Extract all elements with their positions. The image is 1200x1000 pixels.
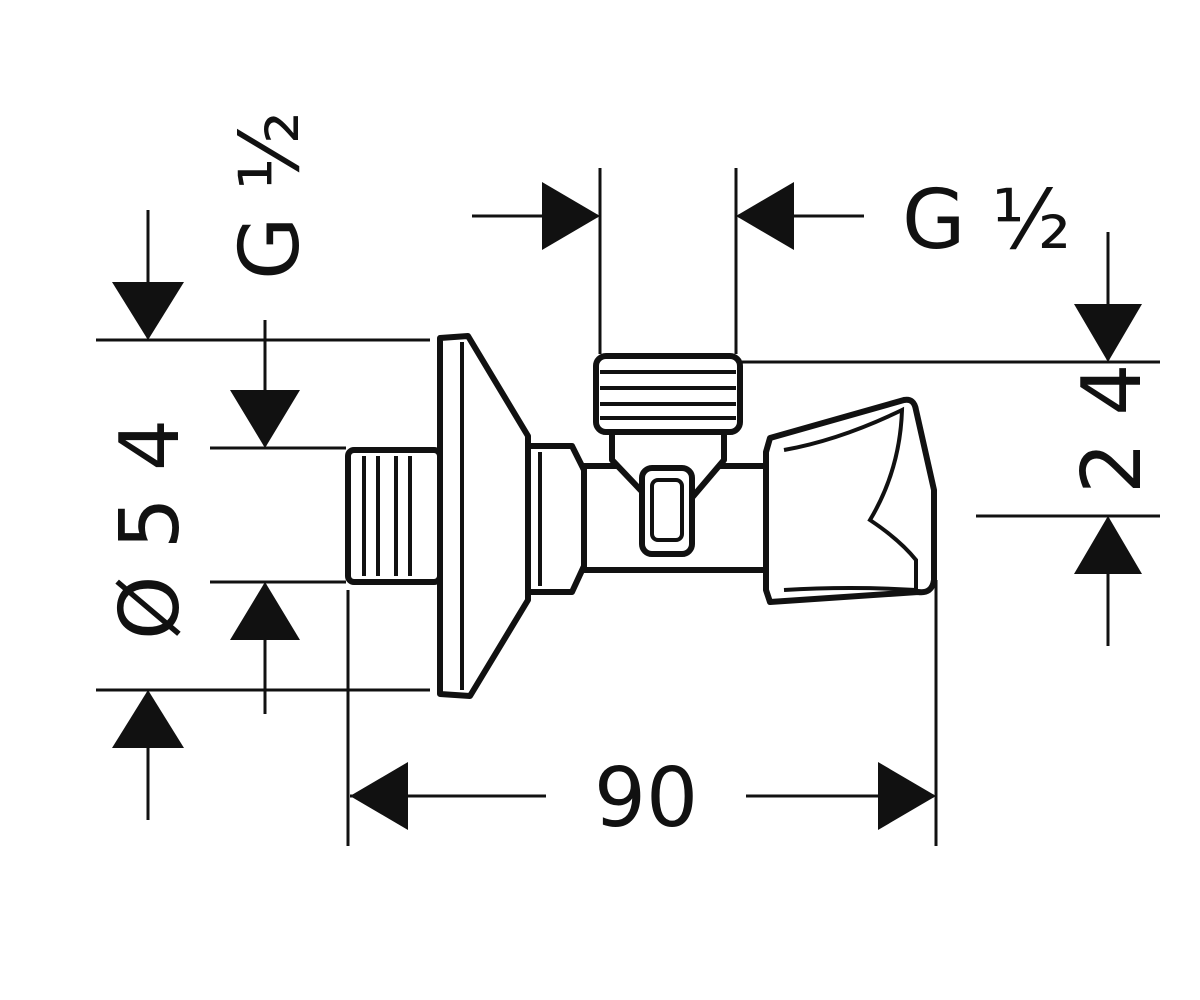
outlet-stem <box>609 429 727 557</box>
dimension-height: 2 4 <box>742 232 1160 646</box>
dimension-width: 90 <box>346 580 938 846</box>
arrow-down-icon <box>112 282 184 340</box>
dimension-diameter: Ø 5 4 <box>96 210 430 820</box>
dimension-thread-top: G ½ <box>472 168 1071 354</box>
height-label: 2 4 <box>1065 364 1160 494</box>
inlet-thread <box>345 447 443 585</box>
valve-body <box>345 333 937 699</box>
outlet-nut <box>593 353 743 435</box>
thread-top-label: G ½ <box>902 173 1071 268</box>
width-label: 90 <box>594 751 698 846</box>
arrow-up-icon <box>112 690 184 748</box>
arrow-left-icon <box>736 182 794 250</box>
arrow-right-icon <box>878 762 936 830</box>
valve-handle <box>763 396 937 605</box>
dimension-thread-left: G ½ <box>210 111 346 714</box>
arrow-right-icon <box>542 182 600 250</box>
valve-neck <box>525 443 587 595</box>
arrow-up-icon <box>230 582 300 640</box>
arrow-down-icon <box>230 390 300 448</box>
diameter-label: Ø 5 4 <box>103 419 198 640</box>
thread-left-label: G ½ <box>223 111 318 280</box>
arrow-down-icon <box>1074 304 1142 362</box>
arrow-up-icon <box>1074 516 1142 574</box>
rosette-flange <box>437 333 531 699</box>
arrow-left-icon <box>350 762 408 830</box>
